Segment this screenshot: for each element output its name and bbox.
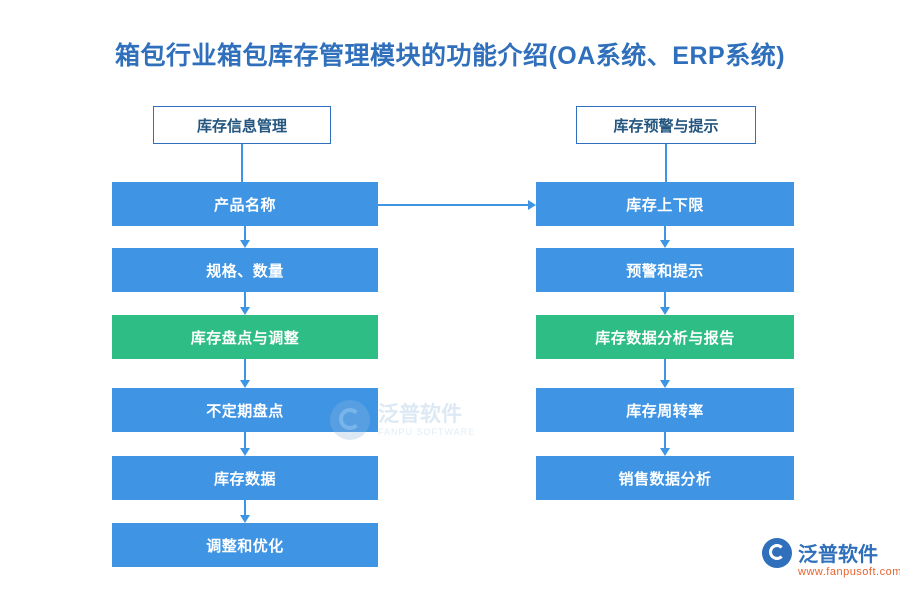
bottom-right-watermark: 泛普软件 www.fanpusoft.com <box>762 536 900 588</box>
arrow-left-2-3 <box>240 292 250 315</box>
connector-right-header <box>665 144 667 182</box>
arrow-left-4-5 <box>240 432 250 456</box>
arrow-right-2-3 <box>660 292 670 315</box>
node-left-5[interactable]: 库存数据 <box>112 456 378 500</box>
column-header-left: 库存信息管理 <box>153 106 331 144</box>
center-watermark-sub: FANPU SOFTWARE <box>378 426 476 437</box>
node-left-2[interactable]: 规格、数量 <box>112 248 378 292</box>
node-left-6[interactable]: 调整和优化 <box>112 523 378 567</box>
center-watermark-main: 泛普软件 <box>378 403 462 427</box>
node-left-4[interactable]: 不定期盘点 <box>112 388 378 432</box>
column-header-right: 库存预警与提示 <box>576 106 756 144</box>
arrow-left-5-6 <box>240 500 250 523</box>
node-right-3[interactable]: 库存数据分析与报告 <box>536 315 794 359</box>
arrow-right-3-4 <box>660 359 670 388</box>
node-right-2[interactable]: 预警和提示 <box>536 248 794 292</box>
node-right-1[interactable]: 库存上下限 <box>536 182 794 226</box>
node-left-1[interactable]: 产品名称 <box>112 182 378 226</box>
connector-left-header <box>241 144 243 182</box>
bottom-right-watermark-url: www.fanpusoft.com <box>798 566 900 578</box>
arrow-right-4-5 <box>660 432 670 456</box>
bottom-right-watermark-main: 泛普软件 <box>798 544 878 566</box>
page-title: 箱包行业箱包库存管理模块的功能介绍(OA系统、ERP系统) <box>114 42 786 70</box>
node-right-5[interactable]: 销售数据分析 <box>536 456 794 500</box>
arrow-left-1-2 <box>240 226 250 248</box>
arrow-left-3-4 <box>240 359 250 388</box>
arrow-right-1-2 <box>660 226 670 248</box>
arrow-left1-to-right1 <box>378 200 536 210</box>
fanpu-logo-small-icon <box>762 538 792 568</box>
node-right-4[interactable]: 库存周转率 <box>536 388 794 432</box>
node-left-3[interactable]: 库存盘点与调整 <box>112 315 378 359</box>
